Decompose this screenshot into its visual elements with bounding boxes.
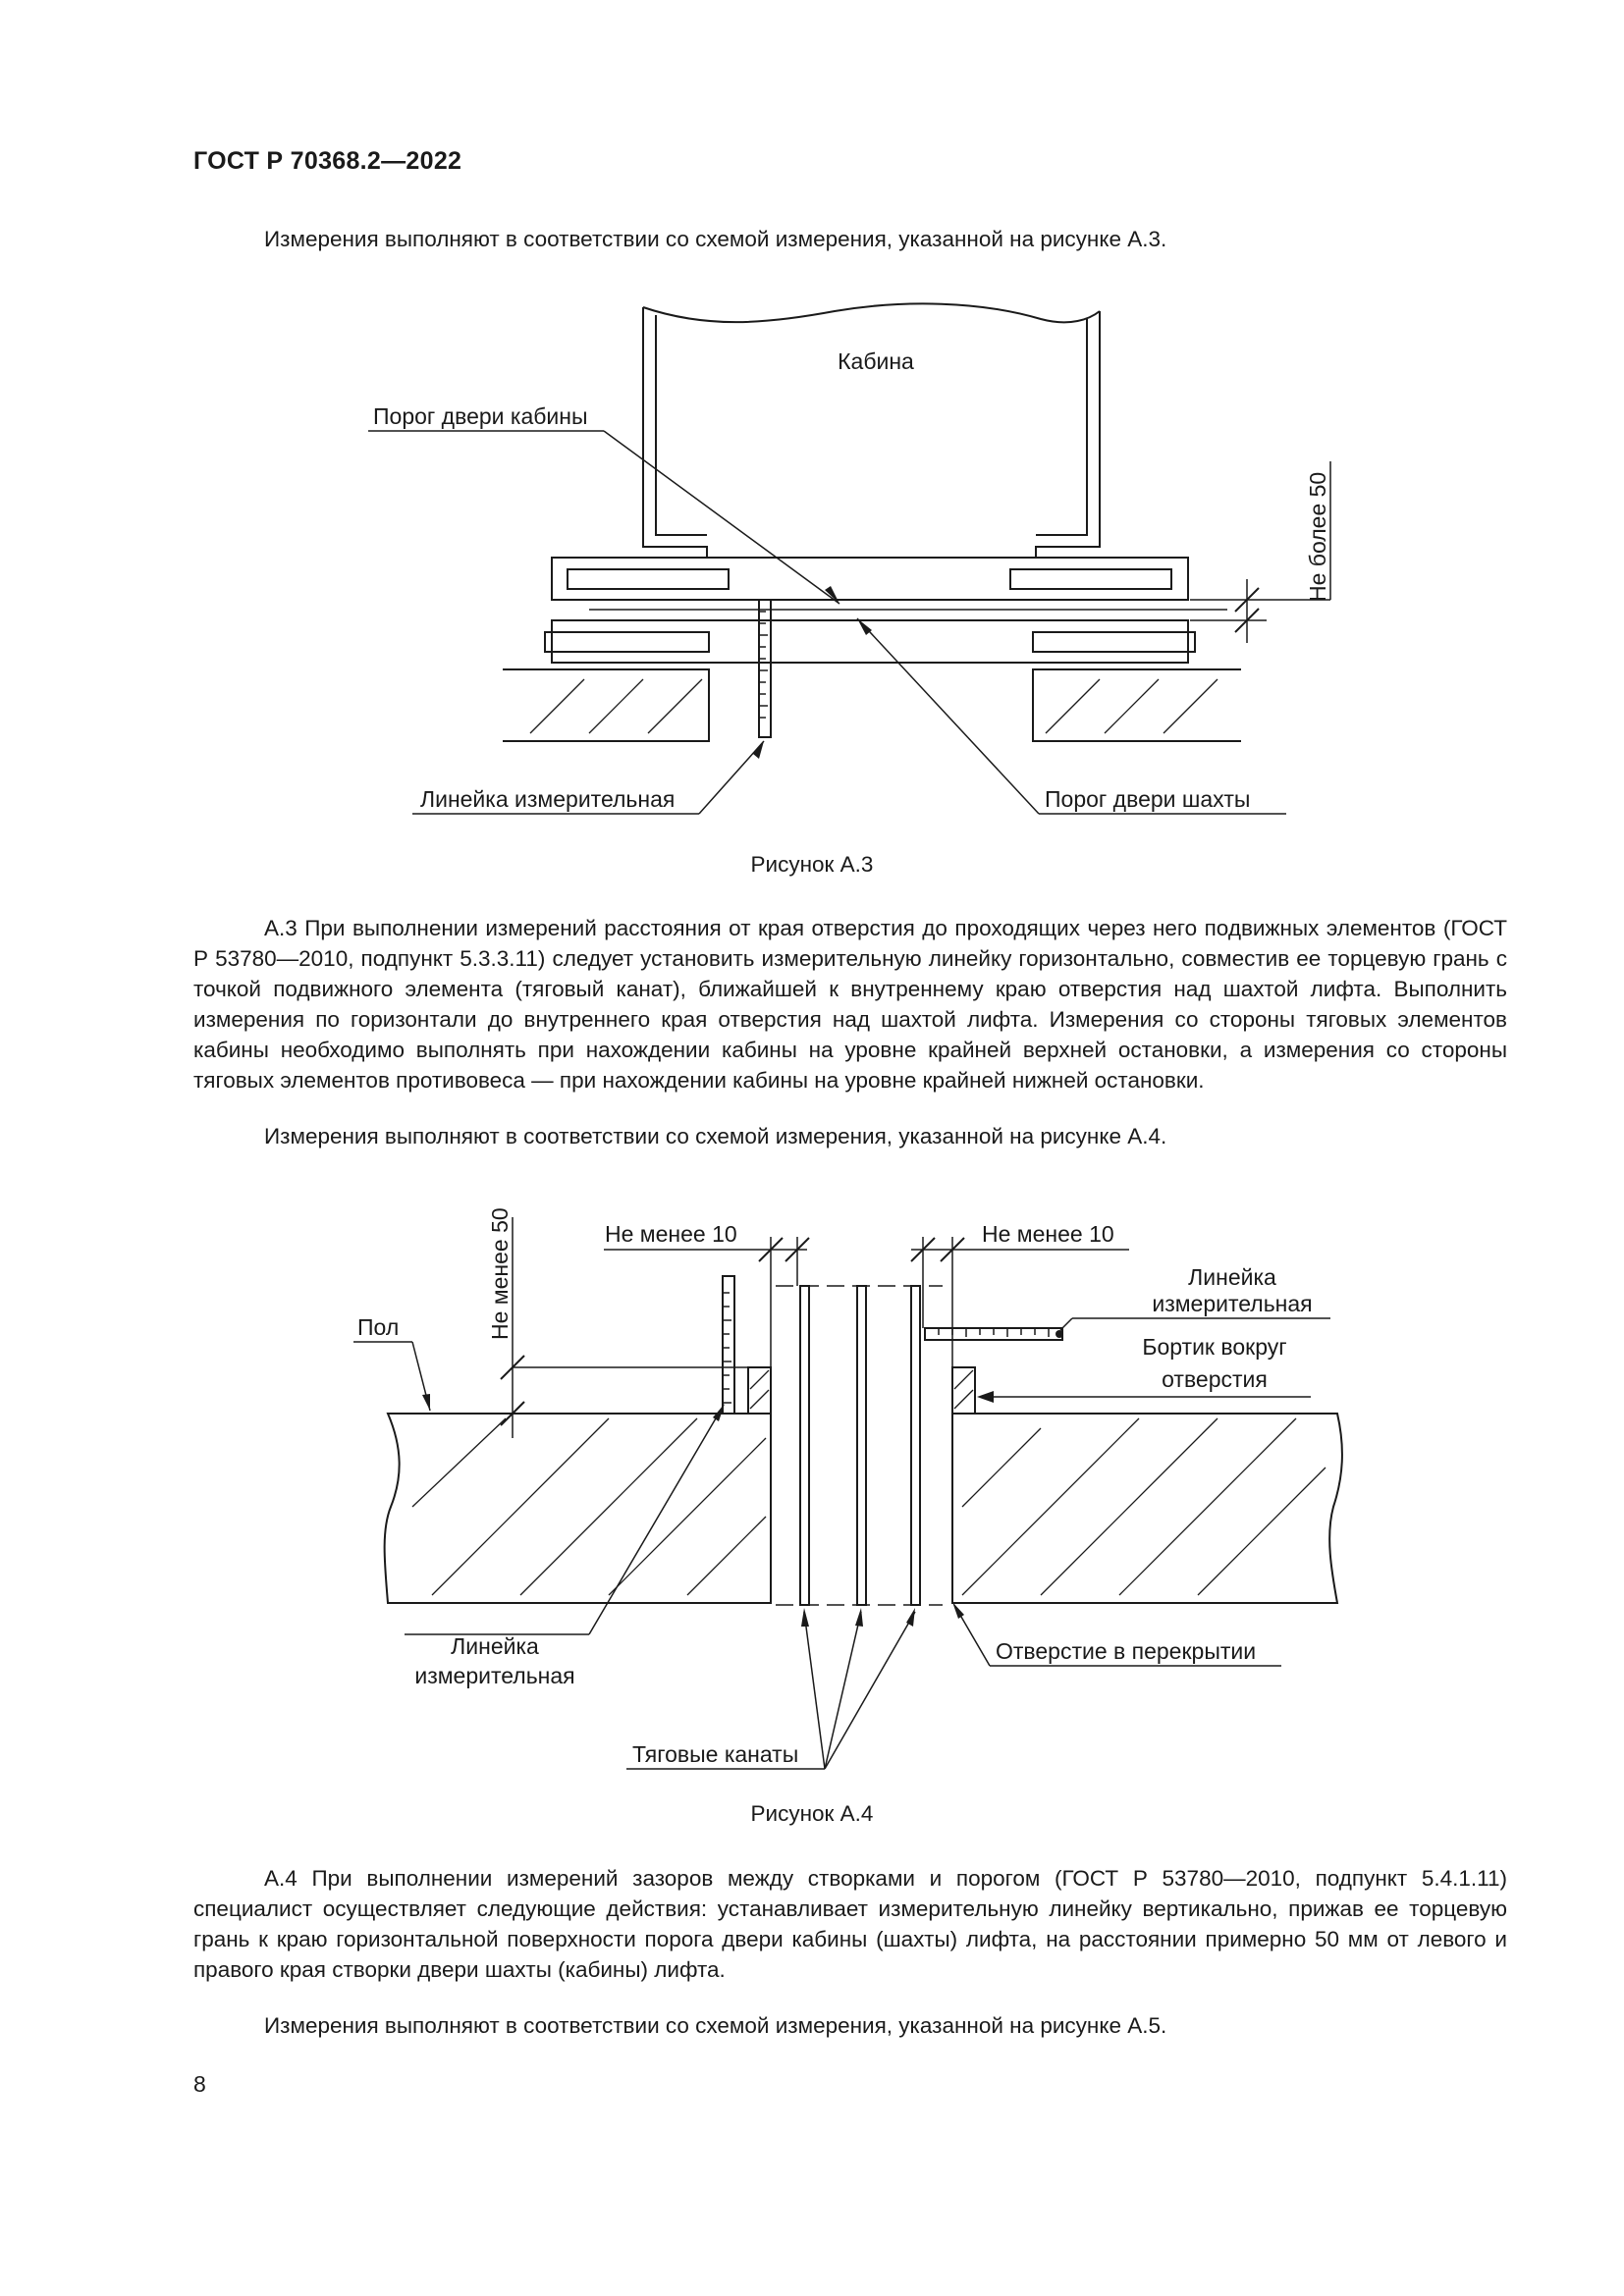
label-ruler-bottom-line2: измерительная (414, 1663, 574, 1688)
ruler-ticks (759, 611, 768, 719)
floor-left-hatching (529, 678, 703, 734)
arrowhead-ruler (753, 741, 764, 759)
leader-ruler-top-dot (1056, 1330, 1063, 1338)
floor-slab-left (383, 1413, 772, 1604)
cabin-right-wall-inner (1036, 319, 1088, 536)
intro-paragraph-a5: Измерения выполняют в соответствии со сх… (264, 2013, 1167, 2038)
label-ruler-top-line1: Линейка (1188, 1264, 1276, 1290)
dim-tick-bottom (1234, 608, 1260, 633)
shaft-sill-slot-left (544, 631, 710, 653)
arrowhead-shaft-sill (857, 618, 872, 635)
ruler-vertical-left (722, 1275, 735, 1415)
figure-a4-caption: Рисунок А.4 (750, 1801, 874, 1826)
rim-hatching (749, 1369, 974, 1410)
figure-a3-diagram: Кабина Порог двери кабины Линейка измери… (368, 302, 1331, 815)
label-shaft-sill: Порог двери шахты (1045, 786, 1250, 812)
dim10-right-tick-2 (940, 1237, 965, 1262)
floor-slab-right-hatching (961, 1417, 1326, 1596)
dim-tick-top (1234, 587, 1260, 613)
leader-ruler (698, 740, 765, 815)
rope-2 (856, 1285, 867, 1606)
arrowhead-opening (952, 1602, 964, 1619)
label-ruler-top-line2: измерительная (1152, 1291, 1312, 1316)
arrowhead-floor (422, 1394, 430, 1411)
arrowhead-rope-2 (855, 1608, 863, 1627)
label-cabin: Кабина (838, 348, 914, 374)
label-ruler: Линейка измерительная (420, 786, 675, 812)
floor-left (503, 668, 710, 742)
page-number: 8 (193, 2071, 206, 2097)
arrowhead-cabin-sill (825, 586, 839, 604)
dim50-tick-top (500, 1355, 525, 1380)
dim10-right-tick-1 (910, 1237, 936, 1262)
floor-slab-right (951, 1413, 1343, 1604)
leader-cabin-sill (603, 430, 840, 605)
label-opening: Отверстие в перекрытии (996, 1638, 1256, 1664)
label-rim-line1: Бортик вокруг (1142, 1334, 1286, 1360)
dim10-left-tick-2 (785, 1237, 810, 1262)
rope-3 (910, 1285, 921, 1606)
label-dim-min-10-right: Не менее 10 (982, 1221, 1114, 1247)
rim-right (951, 1366, 976, 1415)
leader-ruler-bottom (588, 1406, 724, 1635)
document-header: ГОСТ Р 70368.2—2022 (193, 147, 462, 175)
label-dim-max-50: Не более 50 (1305, 472, 1330, 602)
label-ruler-bottom-line1: Линейка (451, 1633, 539, 1659)
cabin-wavy-top (642, 302, 1101, 324)
cabin-sill-slot-left (567, 568, 730, 590)
label-dim-min-50: Не менее 50 (487, 1207, 513, 1340)
intro-paragraph-a3: Измерения выполняют в соответствии со сх… (264, 227, 1167, 251)
cabin-right-wall-outer (1035, 311, 1101, 557)
floor-right (1032, 668, 1241, 742)
section-a3-paragraph: А.3 При выполнении измерений расстояния … (193, 916, 1507, 1093)
section-a4-paragraph: А.4 При выполнении измерений зазоров меж… (193, 1866, 1507, 1982)
dim50-tick-bottom (500, 1401, 525, 1426)
cabin-sill-slot-right (1009, 568, 1172, 590)
cabin-left-wall-outer (642, 307, 708, 557)
leader-rope-3 (824, 1611, 916, 1770)
measuring-ruler-vertical (758, 599, 772, 738)
leader-rope-2 (824, 1611, 862, 1770)
label-rim-line2: отверстия (1162, 1366, 1268, 1392)
cabin-left-wall-inner (655, 315, 707, 536)
label-ropes: Тяговые канаты (632, 1741, 798, 1767)
leader-shaft-sill (856, 617, 1040, 815)
leader-rope-1 (803, 1611, 826, 1770)
ruler-vertical-ticks (723, 1292, 731, 1404)
floor-right-hatching (1045, 678, 1218, 734)
rope-1 (799, 1285, 810, 1606)
shaft-sill-slot-right (1032, 631, 1196, 653)
label-dim-min-10-left: Не менее 10 (605, 1221, 737, 1247)
cabin-sill (551, 557, 1189, 601)
label-cabin-sill: Порог двери кабины (373, 403, 588, 429)
figure-a3-caption: Рисунок А.3 (750, 852, 874, 877)
leader-ruler-top (1059, 1317, 1073, 1331)
arrowhead-rope-1 (801, 1608, 809, 1627)
arrowhead-rim (977, 1391, 994, 1403)
ruler-horizontal-ticks (938, 1328, 1050, 1337)
label-floor: Пол (357, 1314, 399, 1340)
intro-paragraph-a4: Измерения выполняют в соответствии со сх… (264, 1124, 1167, 1148)
figure-a4-diagram: Не менее 50 Не менее 10 Не менее 10 Пол … (353, 1207, 1343, 1770)
floor-slab-left-hatching (411, 1417, 767, 1596)
shaft-sill (551, 619, 1189, 664)
arrowhead-ruler-bottom (713, 1404, 725, 1421)
dim10-left-tick-1 (758, 1237, 784, 1262)
traction-ropes (776, 1285, 943, 1606)
rim-left (747, 1366, 772, 1415)
arrowhead-rope-3 (906, 1608, 915, 1627)
